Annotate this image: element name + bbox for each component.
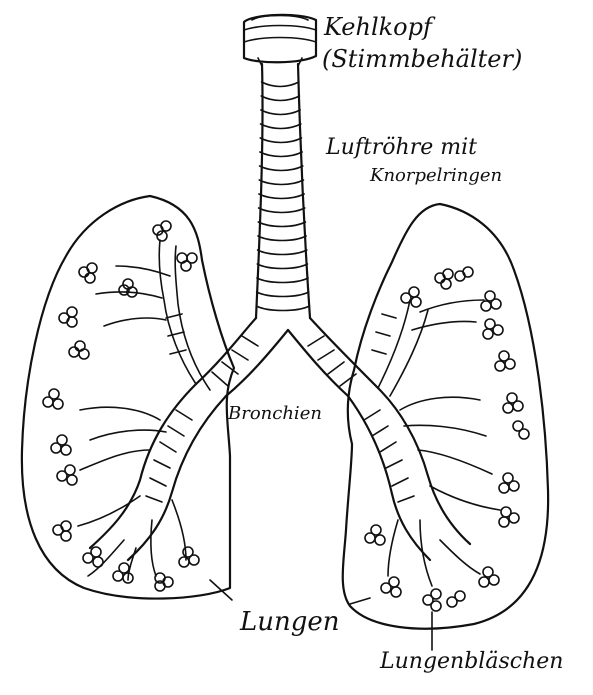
trachea-ring xyxy=(257,278,308,283)
trachea-ring xyxy=(259,194,304,199)
left-bronchial-tree xyxy=(78,240,226,580)
trachea-ring xyxy=(256,306,309,311)
trachea-ring xyxy=(261,110,300,115)
trachea-ring xyxy=(258,250,307,255)
label-bronchien: Bronchien xyxy=(228,404,322,424)
label-kehlkopf: Kehlkopf xyxy=(324,14,432,40)
label-stimmbehaelter: (Stimmbehälter) xyxy=(322,46,522,72)
label-lungen: Lungen xyxy=(240,608,340,637)
trachea-ring xyxy=(258,236,306,241)
trachea-ring xyxy=(259,180,303,185)
trachea-ring xyxy=(257,292,309,297)
label-lungenblaeschen: Lungenbläschen xyxy=(380,650,563,674)
trachea-ring xyxy=(260,152,302,157)
right-lung-outline xyxy=(343,204,548,629)
trachea-ring xyxy=(259,208,305,213)
trachea-ring xyxy=(261,124,301,129)
trachea-ring xyxy=(257,264,307,269)
trachea xyxy=(256,64,310,318)
label-luftroehre-line1: Luftröhre mit xyxy=(326,136,477,160)
trachea-ring xyxy=(260,166,303,171)
trachea-ring xyxy=(258,222,305,227)
trachea-ring xyxy=(261,96,299,101)
left-lung-outline xyxy=(22,196,234,599)
trachea-ring xyxy=(260,138,301,143)
label-luftroehre-line2: Knorpelringen xyxy=(370,166,502,186)
larynx xyxy=(244,15,316,66)
trachea-ring xyxy=(262,82,299,87)
